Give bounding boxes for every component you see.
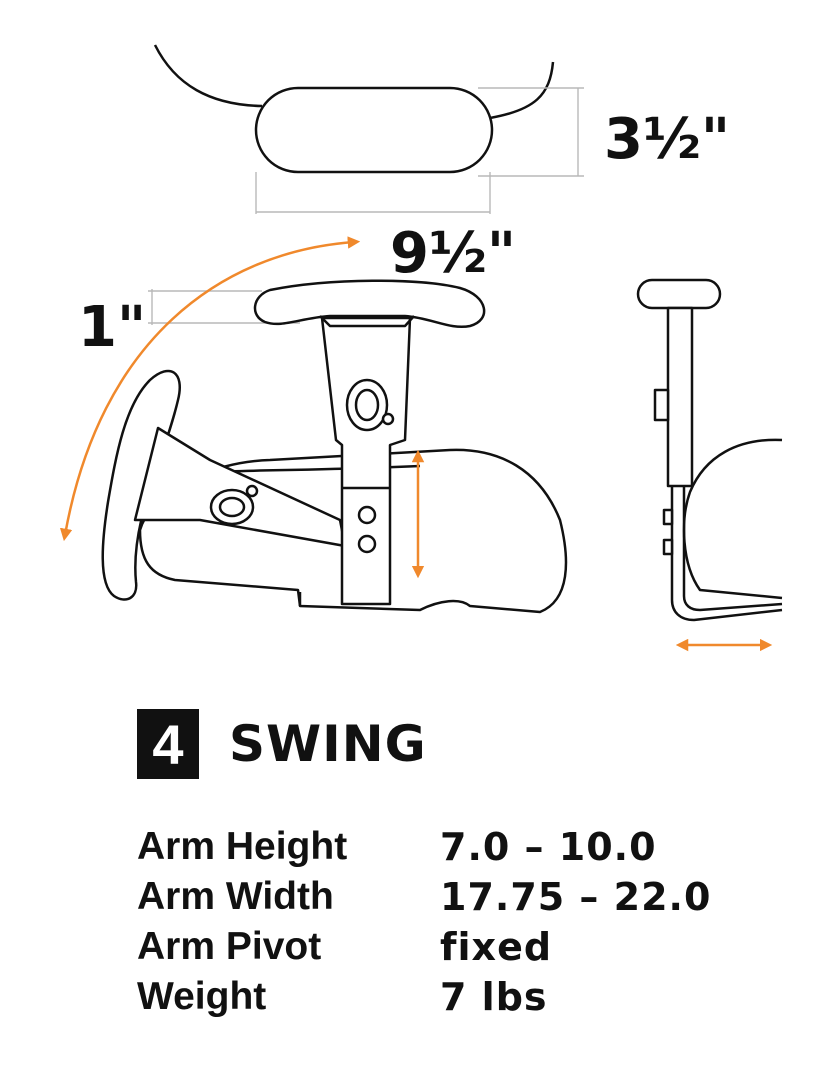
spec-table: Arm Height 7.0 – 10.0 Arm Width 17.75 – … — [137, 822, 711, 1022]
armrest-diagram — [59, 44, 783, 652]
swung-arm-knob — [209, 488, 255, 526]
front-seat-outline — [682, 438, 783, 600]
spec-row: Weight 7 lbs — [137, 972, 711, 1022]
spec-label-arm-height: Arm Height — [137, 825, 348, 868]
spec-label-weight: Weight — [137, 975, 267, 1018]
top-armpad-outline — [254, 86, 494, 174]
motion-arrows — [59, 236, 773, 652]
swing-arc-arrow — [59, 236, 361, 542]
top-view-dimension-lines — [255, 87, 584, 214]
post-knob — [345, 378, 389, 432]
top-view — [153, 44, 555, 174]
section-number-badge: 4 — [137, 709, 199, 779]
spec-value-arm-pivot: fixed — [440, 925, 553, 969]
pad-thickness-label: 1" — [78, 295, 147, 360]
spec-value-arm-width: 17.75 – 22.0 — [440, 875, 712, 919]
front-view — [636, 278, 783, 622]
post-height-hole-top — [357, 505, 377, 525]
section-heading: 4 SWING — [137, 706, 427, 782]
spec-label-arm-width: Arm Width — [137, 875, 334, 918]
spec-value-arm-height: 7.0 – 10.0 — [440, 825, 657, 869]
side-view — [101, 279, 568, 614]
section-title: SWING — [229, 715, 427, 773]
spec-row: Arm Pivot fixed — [137, 922, 711, 972]
pad-height-label: 3½" — [604, 107, 731, 172]
front-armpad-outline — [636, 278, 722, 310]
spec-row: Arm Width 17.75 – 22.0 — [137, 872, 711, 922]
spec-row: Arm Height 7.0 – 10.0 — [137, 822, 711, 872]
post-height-hole-bottom — [357, 534, 377, 554]
pad-width-label: 9½" — [390, 221, 517, 286]
spec-label-arm-pivot: Arm Pivot — [137, 925, 322, 968]
spec-value-weight: 7 lbs — [440, 975, 548, 1019]
